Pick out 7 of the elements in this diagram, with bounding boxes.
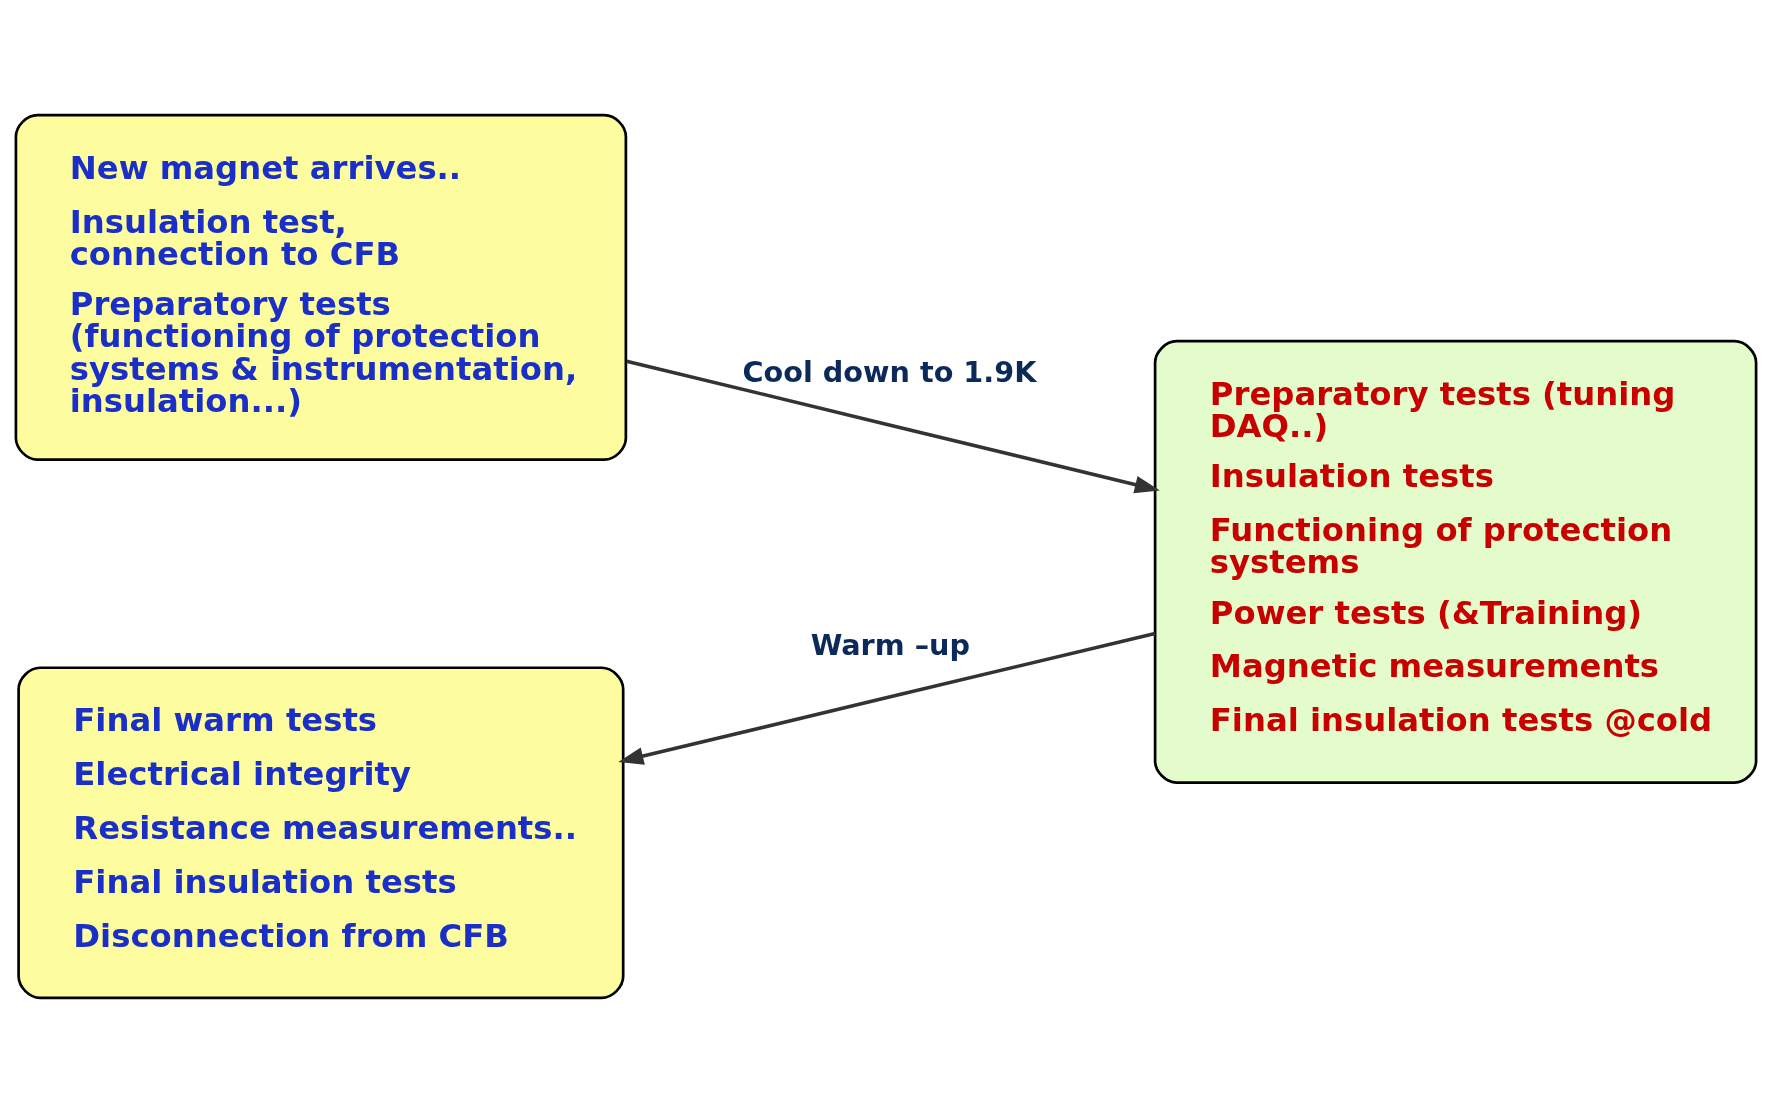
node-box: New magnet arrives.. Insulation test, connection to CFB Preparatory tests (functioning of protection systems & instrumentation, insulation...) xyxy=(14,113,628,461)
node-box: Final warm tests Electrical integrity Resistance measurements.. Final insulation tests Disconnection from CFB xyxy=(17,666,625,1000)
node-box: Preparatory tests (tuning DAQ..) Insulation tests Functioning of protection systems Power tests (&Training) Magnetic measurements Final insulation tests @cold xyxy=(1153,339,1758,784)
arrow xyxy=(618,631,1156,765)
edge-label: Warm –up xyxy=(810,627,970,662)
arrow xyxy=(626,359,1160,494)
edge-label: Cool down to 1.9K xyxy=(742,355,1037,390)
